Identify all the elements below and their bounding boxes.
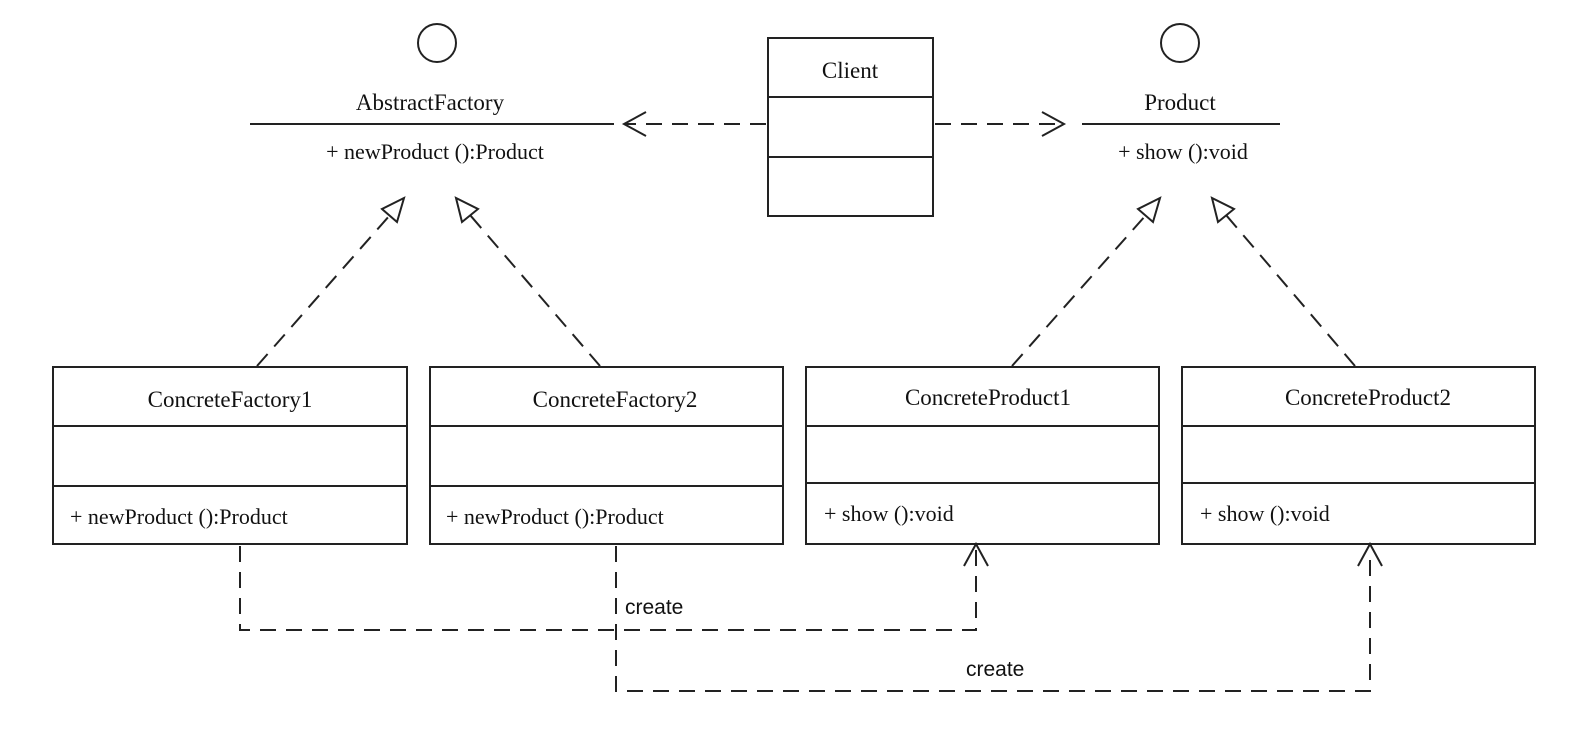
concrete-factory-2-box	[429, 366, 784, 545]
concrete-factory-1-name: ConcreteFactory1	[148, 387, 313, 412]
concrete-factory-1-realization-arrow	[256, 196, 406, 367]
concrete-factory-2-name: ConcreteFactory2	[533, 387, 698, 412]
concrete-product-2-realization-arrow	[1210, 196, 1356, 367]
product-interface-circle	[1160, 23, 1200, 63]
abstract-factory-name: AbstractFactory	[356, 90, 505, 115]
concrete-product-2-class[interactable]: ConcreteProduct2 + show ():void	[1181, 366, 1536, 545]
concrete-factory-1-method: + newProduct ():Product	[70, 504, 288, 529]
create-dependency-2	[615, 541, 1383, 692]
product-method: + show ():void	[1118, 139, 1248, 164]
concrete-factory-2-class[interactable]: ConcreteFactory2 + newProduct ():Product	[429, 366, 784, 545]
client-class[interactable]: Client	[767, 37, 934, 217]
create-label-1: create	[625, 596, 683, 619]
client-to-product-dependency	[935, 111, 1067, 137]
concrete-product-2-name: ConcreteProduct2	[1285, 385, 1451, 410]
concrete-factory-1-box	[52, 366, 408, 545]
abstract-factory-interface-circle	[417, 23, 457, 63]
client-class-box	[767, 37, 934, 217]
product-interface[interactable]: Product + show ():void	[1082, 23, 1280, 164]
client-class-name: Client	[822, 58, 879, 83]
concrete-product-2-method: + show ():void	[1200, 501, 1330, 526]
concrete-product-2-box	[1181, 366, 1536, 545]
concrete-product-1-name: ConcreteProduct1	[905, 385, 1071, 410]
concrete-product-1-method: + show ():void	[824, 501, 954, 526]
concrete-factory-2-method: + newProduct ():Product	[446, 504, 664, 529]
abstract-factory-method: + newProduct ():Product	[326, 139, 544, 164]
product-name: Product	[1144, 90, 1216, 115]
concrete-product-1-class[interactable]: ConcreteProduct1 + show ():void	[805, 366, 1160, 545]
create-dependency-1	[239, 541, 989, 631]
abstract-factory-interface[interactable]: AbstractFactory + newProduct ():Product	[250, 23, 614, 164]
concrete-factory-2-realization-arrow	[454, 196, 601, 367]
concrete-product-1-realization-arrow	[1011, 196, 1162, 367]
concrete-product-1-box	[805, 366, 1160, 545]
client-to-abstract-factory-dependency	[621, 111, 766, 137]
concrete-factory-1-class[interactable]: ConcreteFactory1 + newProduct ():Product	[52, 366, 408, 545]
create-label-2: create	[966, 658, 1024, 681]
